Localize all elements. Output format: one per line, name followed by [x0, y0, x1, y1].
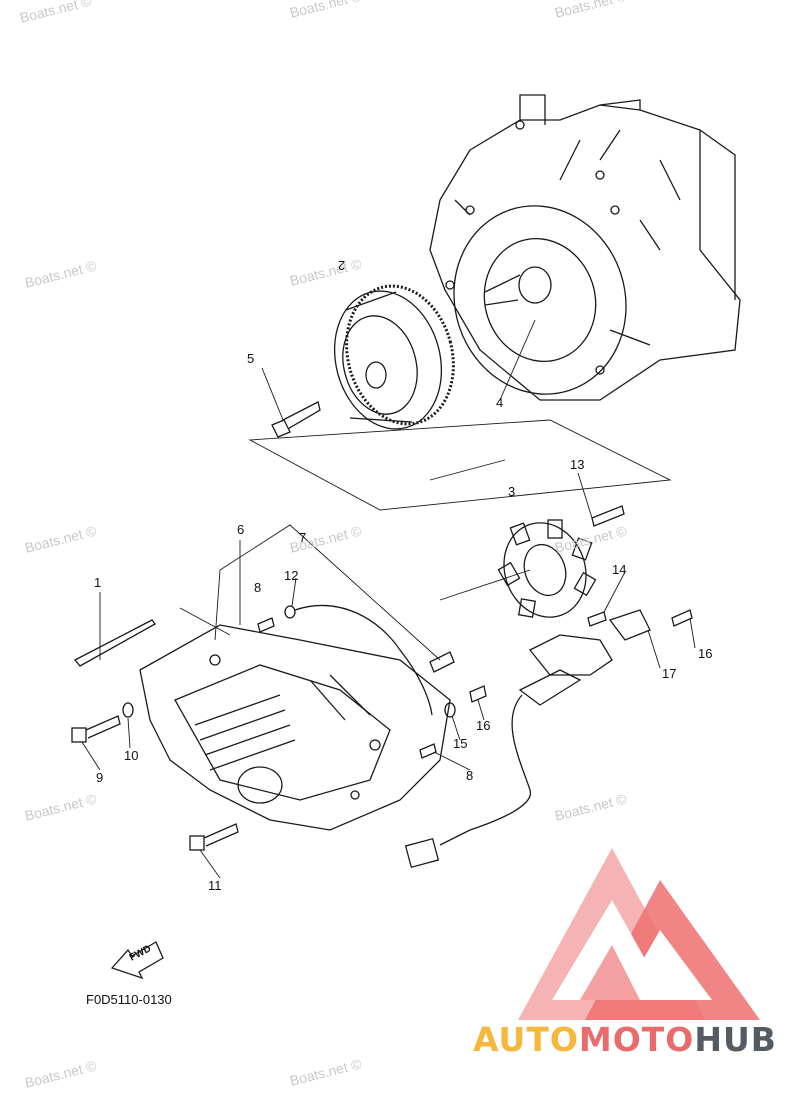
- engine-block: [429, 94, 741, 401]
- washer-10: [122, 702, 134, 718]
- left-cover: [139, 624, 451, 831]
- callout-8a: 8: [254, 580, 262, 595]
- callout-1: 1: [94, 575, 102, 590]
- callout-17: 17: [662, 666, 677, 681]
- callout-3: 3: [508, 484, 516, 499]
- leader-lines: [81, 319, 696, 879]
- brand-logo-triangles: [518, 848, 760, 1020]
- callout-10: 10: [124, 748, 139, 763]
- callout-15: 15: [453, 736, 468, 751]
- bolt-9: [71, 715, 121, 743]
- callout-11: 11: [208, 878, 222, 893]
- dowel-pins: [257, 617, 455, 759]
- callout-16a: 16: [476, 718, 491, 733]
- pickup-bracket: [469, 505, 693, 706]
- brand-wordmark: AUTOMOTOHUB: [473, 1020, 777, 1059]
- callout-4: 4: [496, 395, 504, 410]
- callout-9: 9: [96, 770, 104, 785]
- fwd-arrow: [110, 941, 164, 980]
- brand-part-auto: AUTO: [473, 1020, 579, 1059]
- diagram-code: F0D5110-0130: [86, 992, 172, 1007]
- bolt-11: [189, 823, 239, 851]
- wire-harness: [404, 694, 531, 869]
- stator-coil: [497, 519, 597, 618]
- flywheel: [333, 284, 455, 430]
- callout-13: 13: [570, 457, 585, 472]
- callout-12: 12: [284, 568, 299, 583]
- callout-8b: 8: [466, 768, 474, 783]
- callout-5: 5: [247, 351, 255, 366]
- grommet-wire: [284, 605, 456, 718]
- cable-tie: [73, 619, 156, 667]
- brand-part-hub: HUB: [694, 1020, 777, 1059]
- callout-2: 2: [338, 258, 346, 273]
- callout-16b: 16: [698, 646, 713, 661]
- callout-6: 6: [237, 522, 245, 537]
- brand-part-moto: MOTO: [578, 1020, 695, 1059]
- callout-14: 14: [612, 562, 627, 577]
- bolt-5: [271, 401, 321, 438]
- callout-7: 7: [299, 530, 307, 545]
